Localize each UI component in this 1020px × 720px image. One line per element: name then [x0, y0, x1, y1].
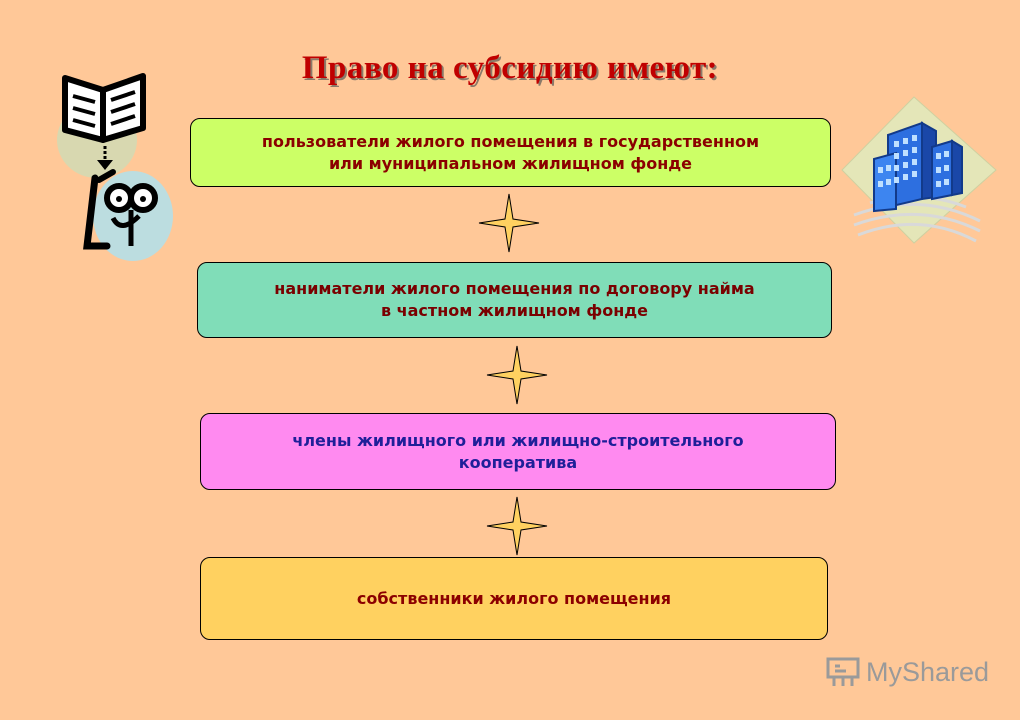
star-icon — [486, 345, 548, 405]
recipient-box-owners-text: собственники жилого помещения — [356, 588, 672, 608]
recipient-box-cooperative-text: члены жилищного или жилищно-строительног… — [292, 430, 744, 472]
star-icon — [486, 496, 548, 556]
recipient-box-tenants-text: наниматели жилого помещения по договору … — [274, 279, 755, 320]
presentation-board-icon — [826, 657, 860, 686]
recipient-box-cooperative: члены жилищного или жилищно-строительног… — [200, 413, 836, 490]
watermark-my: My — [866, 656, 902, 687]
city-buildings-clipart-icon — [841, 96, 997, 244]
page-title: Право на субсидию имеют: — [301, 50, 719, 86]
recipient-box-users-text: пользователи жилого помещения в государс… — [261, 131, 760, 173]
recipient-box-owners: собственники жилого помещения — [200, 557, 828, 640]
recipient-box-users: пользователи жилого помещения в государс… — [190, 118, 831, 187]
book-reader-clipart-icon — [57, 73, 173, 261]
myshared-watermark: MyShared — [826, 656, 989, 688]
recipient-box-tenants: наниматели жилого помещения по договору … — [197, 262, 832, 338]
watermark-shared: Shared — [902, 656, 990, 687]
star-icon — [478, 193, 540, 253]
